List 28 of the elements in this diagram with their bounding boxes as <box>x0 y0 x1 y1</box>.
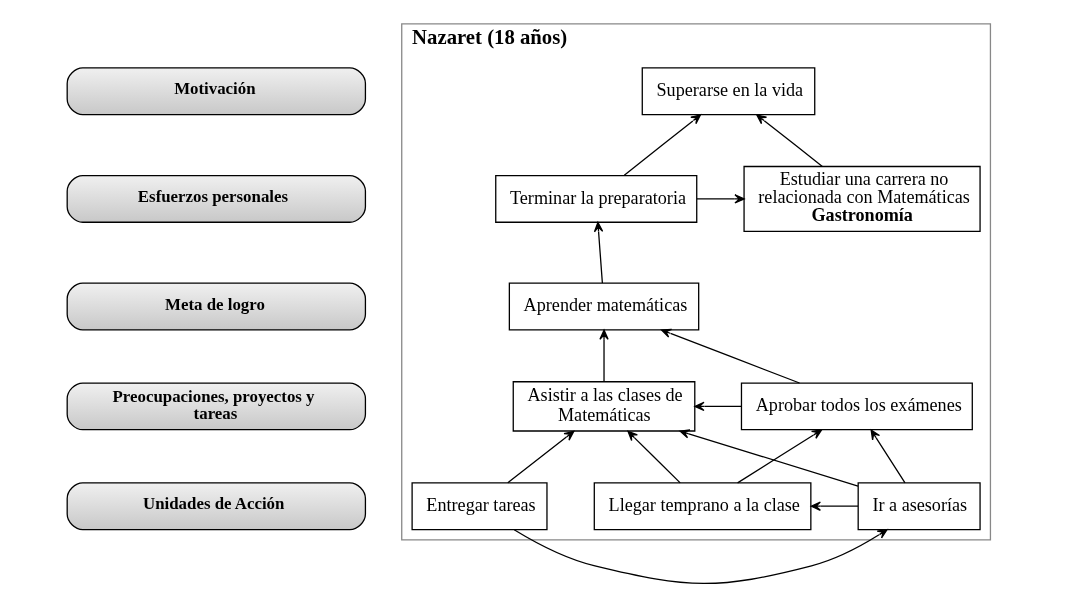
arrow <box>810 501 859 511</box>
node-box: Entregar tareas <box>411 482 548 531</box>
arrow <box>870 429 906 484</box>
arrow <box>660 328 801 384</box>
node-box: Aprender matemáticas <box>508 282 700 331</box>
arrow <box>513 529 888 585</box>
node-box: Preocupaciones, proyectos y tareas <box>66 382 367 431</box>
node-box: Unidades de Acción <box>66 482 367 531</box>
arrow <box>507 430 575 484</box>
node-box: Meta de logro <box>66 282 367 331</box>
node-box: Terminar la preparatoria <box>495 174 698 223</box>
arrow <box>756 114 823 168</box>
arrow <box>736 429 823 484</box>
node-box: Aprobar todos los exámenes <box>740 382 973 431</box>
node-box: Estudiar una carrera no relacionada con Matemáticas Gastronomía <box>743 165 981 232</box>
arrow <box>627 430 681 484</box>
node-box: Esfuerzos personales <box>66 174 367 223</box>
arrow <box>623 114 702 176</box>
node-box: Ir a asesorías <box>857 482 981 531</box>
node-box: Asistir a las clases de Matemáticas <box>512 381 696 432</box>
arrow <box>599 329 609 383</box>
arrow <box>593 221 604 284</box>
node-box: Superarse en la vida <box>641 67 816 116</box>
arrow <box>679 429 859 487</box>
node-box: Llegar temprano a la clase <box>593 482 812 531</box>
arrow <box>696 194 745 204</box>
arrow <box>694 401 742 412</box>
node-box: Motivación <box>66 67 367 116</box>
